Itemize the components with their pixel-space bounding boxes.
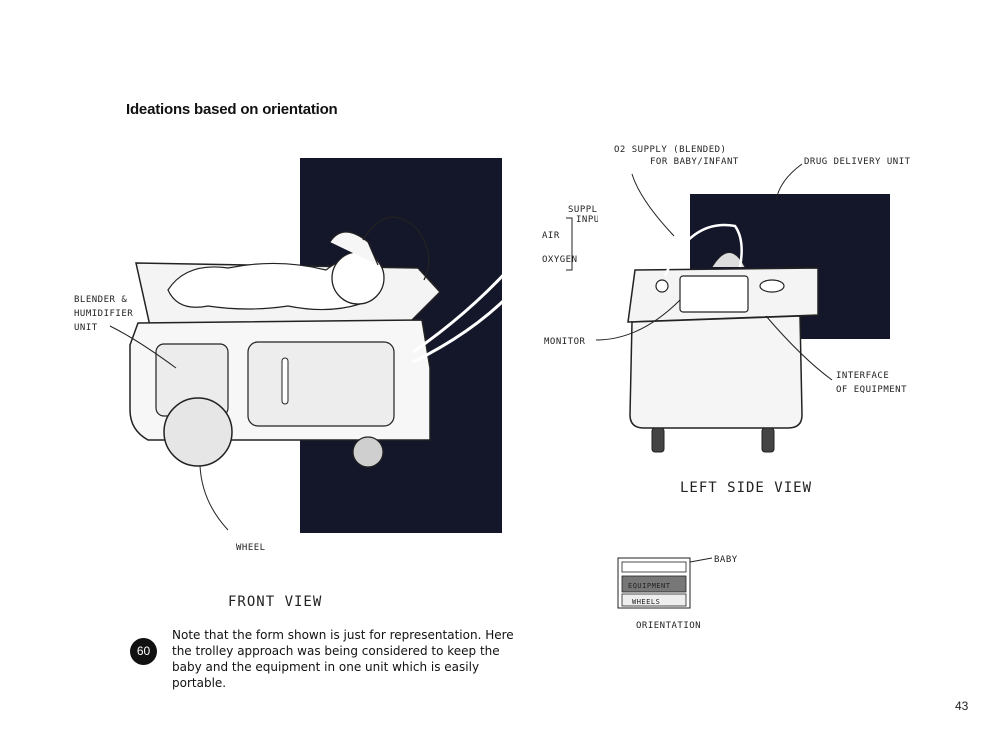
orientation-equipment: EQUIPMENT bbox=[628, 582, 671, 590]
side-view-label: LEFT SIDE VIEW bbox=[680, 480, 812, 496]
o2-leader bbox=[631, 173, 675, 237]
front-view-sketch: BLENDER & HUMIDIFIER UNIT WHEEL SUPPLY I… bbox=[74, 158, 598, 610]
supply-bracket bbox=[566, 217, 573, 271]
interface-leader bbox=[765, 315, 833, 381]
oxygen-label: OXYGEN bbox=[542, 255, 578, 265]
wheel-label: WHEEL bbox=[236, 543, 266, 553]
blender-leader bbox=[109, 325, 177, 369]
air-line bbox=[412, 231, 542, 354]
supply-label-1: SUPPLY bbox=[568, 205, 598, 215]
oxygen-tube bbox=[362, 216, 430, 281]
side-monitor-screen bbox=[679, 275, 749, 313]
blender-label-3: UNIT bbox=[74, 323, 98, 333]
blender-label-2: HUMIDIFIER bbox=[74, 309, 133, 319]
orientation-equipment-row bbox=[621, 575, 687, 593]
page-number: 43 bbox=[955, 699, 969, 713]
body-panel-right bbox=[247, 341, 395, 427]
side-leg-right bbox=[761, 427, 775, 453]
back-wheel bbox=[352, 436, 384, 468]
orientation-baby-row bbox=[621, 561, 687, 573]
oxygen-line bbox=[412, 257, 542, 364]
side-hood bbox=[711, 252, 746, 268]
wheel-leader bbox=[199, 465, 229, 531]
front-wheel bbox=[163, 397, 233, 467]
handle bbox=[281, 357, 289, 405]
baby-leader bbox=[689, 557, 713, 563]
note-number-badge: 60 bbox=[130, 638, 157, 665]
o2-label-1: O2 SUPPLY (BLENDED) bbox=[614, 145, 726, 155]
interface-label-2: OF EQUIPMENT bbox=[836, 385, 907, 395]
side-leg-left bbox=[651, 427, 665, 453]
drug-label: DRUG DELIVERY UNIT bbox=[804, 157, 911, 167]
air-label: AIR bbox=[542, 231, 560, 241]
blender-label-1: BLENDER & bbox=[74, 295, 127, 305]
orientation-wheels-row bbox=[621, 593, 687, 607]
side-view-sketch: O2 SUPPLY (BLENDED) FOR BABY/INFANT DRUG… bbox=[544, 145, 911, 631]
monitor-leader bbox=[595, 299, 681, 341]
note-text: Note that the form shown is just for rep… bbox=[172, 628, 514, 690]
orientation-label: ORIENTATION bbox=[636, 621, 701, 631]
orientation-wheels: WHEELS bbox=[632, 598, 660, 606]
drug-leader bbox=[775, 163, 803, 201]
side-trolley-body bbox=[629, 315, 803, 429]
monitor-label: MONITOR bbox=[544, 337, 586, 347]
orientation-baby: BABY bbox=[714, 555, 738, 565]
o2-label-2: FOR BABY/INFANT bbox=[650, 157, 739, 167]
supply-label-2: INPUT bbox=[576, 215, 598, 225]
side-o2-port bbox=[655, 279, 669, 293]
front-view-label: FRONT VIEW bbox=[228, 594, 322, 610]
side-o2-tube bbox=[663, 223, 743, 277]
oxygen-hood bbox=[329, 231, 379, 266]
interface-label-1: INTERFACE bbox=[836, 371, 889, 381]
side-drug-port bbox=[759, 279, 785, 293]
page-title: Ideations based on orientation bbox=[126, 101, 338, 118]
